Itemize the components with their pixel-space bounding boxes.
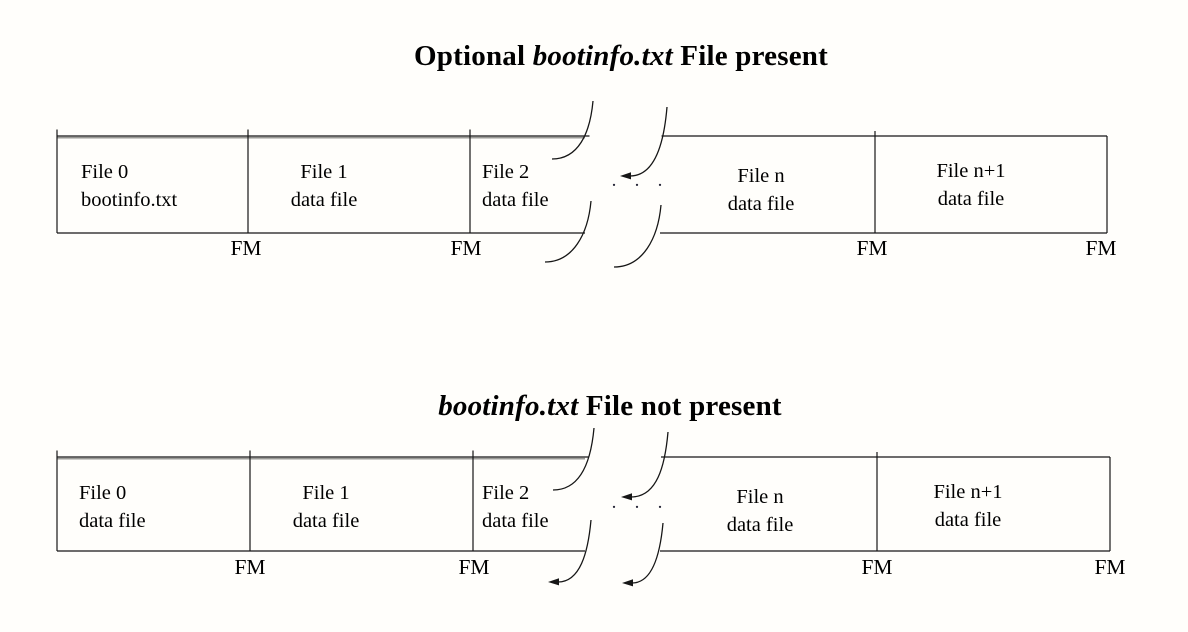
- break-arc-bottom-right: [613, 204, 662, 268]
- arrow-head-icon: [621, 493, 632, 501]
- cell-line1: File 0: [81, 161, 129, 183]
- title-suffix: File not present: [578, 390, 782, 422]
- file-mark-label: FM: [458, 555, 490, 579]
- diagram-title: bootinfo.txt File not present: [438, 390, 782, 423]
- cell-line1: File n+1: [933, 481, 1003, 503]
- break-arc-bottom-left: [557, 519, 592, 583]
- cell-line2: data file: [292, 510, 360, 532]
- file-mark-label: FM: [1094, 555, 1126, 579]
- title-filename-italic: bootinfo.txt: [532, 40, 673, 72]
- cell-line1: File 2: [482, 482, 530, 504]
- cell-file0: File 0 data file: [79, 479, 146, 535]
- cell-line1: File n+1: [936, 160, 1006, 182]
- cell-file2: File 2 data file: [482, 479, 549, 535]
- file-mark-label: FM: [856, 236, 888, 260]
- arrow-head-icon: [620, 172, 631, 180]
- cell-line2: data file: [727, 193, 795, 215]
- tape-outline-absent: [56, 450, 1111, 552]
- cell-filen1: File n+1 data file: [933, 478, 1002, 534]
- cell-filen1: File n+1 data file: [936, 157, 1005, 213]
- cell-line1: File 1: [300, 161, 348, 183]
- break-arc-top-right: [630, 431, 669, 498]
- tape-break-arcs-absent: [552, 427, 669, 584]
- cell-line1: File 2: [482, 161, 530, 183]
- cell-line1: File n: [736, 486, 784, 508]
- cell-line2: data file: [482, 510, 549, 532]
- title-prefix: Optional: [414, 40, 533, 72]
- ellipsis-dots: . . .: [612, 175, 670, 190]
- cell-line2: data file: [482, 189, 549, 211]
- cell-file0: File 0 bootinfo.txt: [81, 158, 177, 214]
- break-arc-top-left: [551, 100, 594, 160]
- file-mark-label: FM: [230, 236, 262, 260]
- cell-filen: File n data file: [728, 162, 795, 218]
- tape-outline-present: [56, 129, 1108, 234]
- file-mark-label: FM: [1085, 236, 1117, 260]
- file-mark-label: FM: [450, 236, 482, 260]
- break-arc-top-right: [629, 106, 668, 177]
- ellipsis-dots: . . .: [612, 497, 670, 512]
- file-mark-label: FM: [234, 555, 266, 579]
- break-arc-bottom-left: [544, 200, 592, 263]
- cell-line2: data file: [934, 509, 1002, 531]
- cell-file2: File 2 data file: [482, 158, 549, 214]
- cell-file1: File 1 data file: [291, 158, 358, 214]
- arrow-head-icon: [548, 578, 559, 586]
- cell-line2: bootinfo.txt: [81, 189, 178, 211]
- break-arc-bottom-right: [631, 522, 664, 584]
- cell-line2: data file: [726, 514, 794, 536]
- diagram-title: Optional bootinfo.txt File present: [414, 40, 828, 73]
- cell-line1: File 1: [302, 482, 350, 504]
- cell-line2: data file: [79, 510, 146, 532]
- cell-line1: File 0: [79, 482, 127, 504]
- cell-line1: File n: [737, 165, 785, 187]
- cell-file1: File 1 data file: [293, 479, 360, 535]
- cell-line2: data file: [290, 189, 358, 211]
- cell-filen: File n data file: [727, 483, 794, 539]
- tape-break-arcs-present: [544, 100, 668, 268]
- cell-line2: data file: [937, 188, 1005, 210]
- file-mark-label: FM: [861, 555, 893, 579]
- arrow-head-icon: [622, 579, 633, 587]
- title-filename-italic: bootinfo.txt: [438, 390, 579, 422]
- title-suffix: File present: [672, 40, 828, 72]
- break-arc-top-left: [552, 427, 595, 491]
